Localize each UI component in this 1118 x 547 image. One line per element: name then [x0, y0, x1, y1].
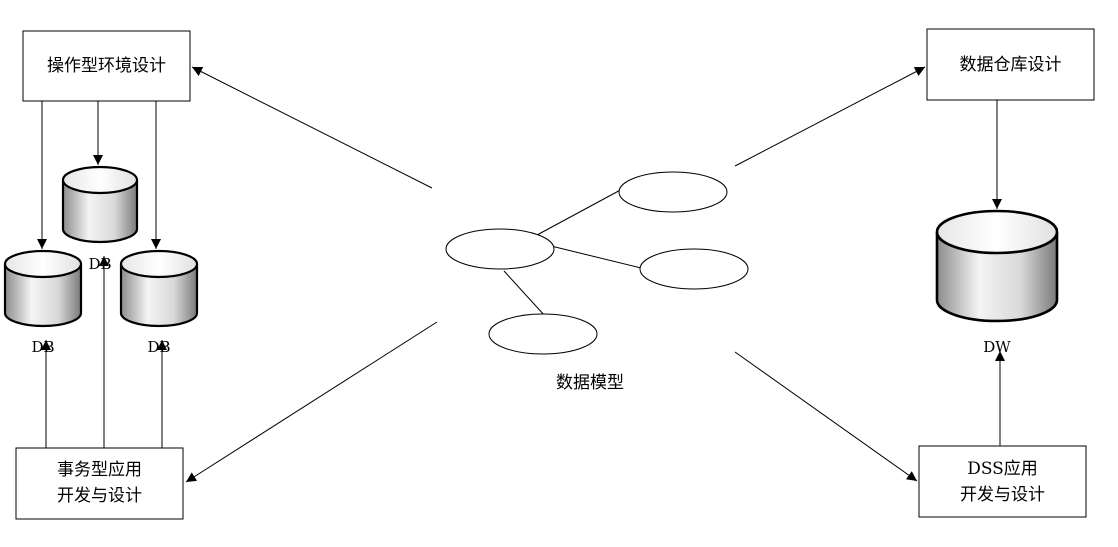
dw-label: DW [983, 338, 1011, 356]
dw-design-label: 数据仓库设计 [959, 55, 1062, 75]
arrow-model-to-trans [185, 321, 438, 483]
box-transaction-app [15, 447, 184, 520]
box-ops-env-design [22, 30, 191, 102]
arrow-model-to-dwdesign [734, 66, 926, 167]
db-right-label: DB [147, 338, 171, 356]
dss-app-label-line1: DSS应用 [967, 459, 1038, 479]
data-model-label: 数据模型 [556, 373, 624, 393]
ops-env-design-label: 操作型环境设计 [47, 56, 166, 76]
model-arrows [185, 66, 926, 483]
db-cylinder-right [119, 249, 199, 328]
dw-cylinder [935, 209, 1059, 323]
model-node-lower [488, 313, 598, 355]
model-node-main [445, 228, 555, 270]
transaction-app-label-line2: 开发与设计 [57, 486, 142, 506]
db-left-label: DB [31, 338, 55, 356]
transaction-app-label-line1: 事务型应用 [57, 460, 142, 480]
db-top-label: DB [88, 255, 112, 273]
arrow-model-to-ops [191, 66, 433, 189]
model-node-right [639, 248, 749, 290]
arrow-model-to-dss [734, 351, 918, 482]
db-cylinder-left [3, 249, 83, 328]
data-model-graph [445, 171, 749, 355]
model-node-upper-right [618, 171, 728, 213]
db-cylinder-top [61, 165, 139, 244]
dss-app-label-line2: 开发与设计 [960, 485, 1045, 505]
dw-arrows [992, 100, 1005, 446]
trans-to-db-arrows [41, 256, 167, 448]
box-dw-design [926, 28, 1095, 101]
ops-to-db-arrows [37, 101, 161, 249]
box-dss-app [918, 445, 1087, 518]
